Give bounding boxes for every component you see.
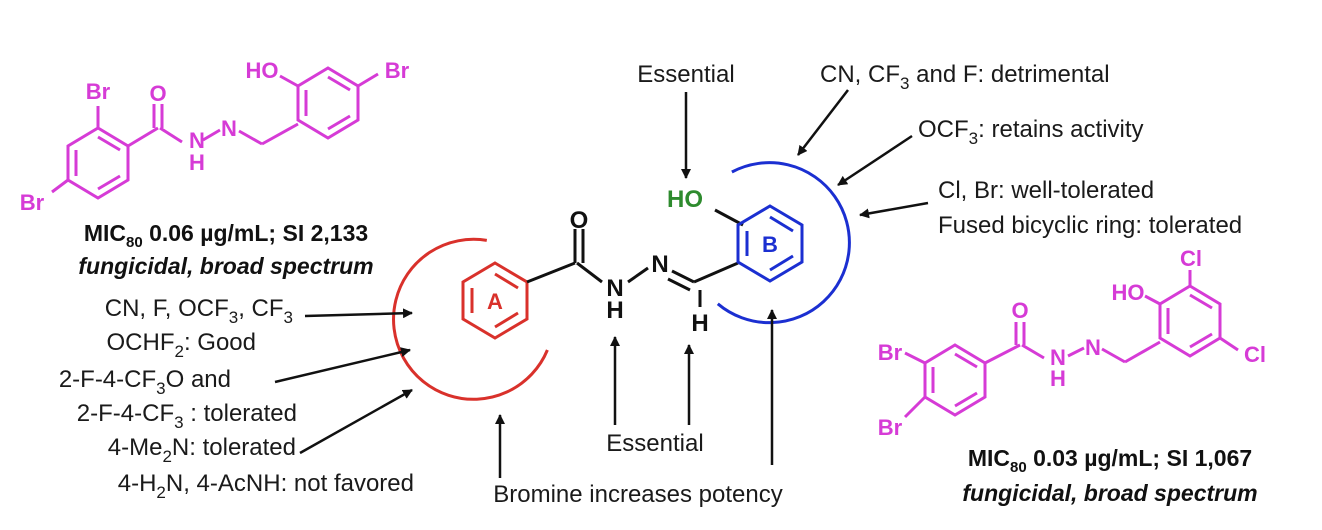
compound-left-br-para: Br bbox=[20, 190, 45, 215]
arrow-a-line3 bbox=[274, 347, 411, 384]
label-a-line4: 2-F-4-CF3 : tolerated bbox=[77, 400, 297, 432]
label-bromine: Bromine increases potency bbox=[493, 481, 782, 508]
arrow-b-ocf3 bbox=[837, 134, 913, 187]
compound-right-o: O bbox=[1011, 298, 1028, 323]
arrows bbox=[274, 89, 929, 478]
core-imine-h: H bbox=[691, 310, 708, 337]
label-top-essential: Essential bbox=[637, 61, 734, 88]
compound-left-h1: H bbox=[189, 150, 205, 175]
compound-right-n1: N bbox=[1050, 345, 1066, 370]
label-b-fused: Fused bicyclic ring: tolerated bbox=[938, 212, 1242, 239]
label-a-line6: 4-H2N, 4-AcNH: not favored bbox=[118, 470, 414, 502]
arrow-b-detrimental bbox=[797, 89, 849, 156]
label-b-ocf3: OCF3: retains activity bbox=[918, 116, 1144, 148]
compound-left-br-right: Br bbox=[385, 58, 410, 83]
compound-left-note: fungicidal, broad spectrum bbox=[78, 253, 373, 279]
compound-left-mic: MIC80 0.06 µg/mL; SI 2,133 bbox=[84, 220, 368, 251]
arrow-a-line1 bbox=[304, 308, 413, 319]
ring-a-arc bbox=[392, 237, 549, 401]
compound-right-cl1: Cl bbox=[1180, 246, 1202, 271]
compound-right-note: fungicidal, broad spectrum bbox=[962, 480, 1257, 506]
compound-left-n2: N bbox=[221, 116, 237, 141]
ring-b bbox=[736, 204, 804, 283]
compound-right-n2: N bbox=[1085, 335, 1101, 360]
compound-right: Br Br O N H N HO Cl Cl MIC80 0.03 µg/mL;… bbox=[878, 246, 1266, 506]
core-nh-n: N bbox=[606, 275, 623, 302]
linker-bonds bbox=[526, 208, 744, 307]
ring-b-label: B bbox=[762, 232, 778, 257]
core-nh-h: H bbox=[606, 297, 623, 324]
compound-left-ho: HO bbox=[246, 58, 279, 83]
core-hydroxyl: HO bbox=[667, 186, 703, 213]
compound-right-cl2: Cl bbox=[1244, 342, 1266, 367]
compound-left-o: O bbox=[149, 81, 166, 106]
ring-b-arc bbox=[716, 161, 851, 325]
label-b-detrimental: CN, CF3 and F: detrimental bbox=[820, 61, 1110, 93]
ring-a-label: A bbox=[487, 289, 503, 314]
compound-right-mic: MIC80 0.03 µg/mL; SI 1,067 bbox=[968, 445, 1252, 476]
arrow-a-line5 bbox=[299, 388, 413, 455]
compound-right-br2: Br bbox=[878, 415, 903, 440]
compound-left-bonds bbox=[51, 66, 379, 200]
compound-right-bonds bbox=[903, 270, 1239, 419]
core-imine-n: N bbox=[651, 251, 668, 278]
core-carbonyl-o: O bbox=[570, 207, 589, 234]
arrow-b-halogen bbox=[859, 201, 929, 219]
compound-right-ho: HO bbox=[1112, 280, 1145, 305]
label-a-line2: OCHF2: Good bbox=[106, 329, 256, 361]
core-scaffold: A O N H N H HO B bbox=[392, 161, 851, 401]
label-a-line3: 2-F-4-CF3O and bbox=[59, 366, 231, 398]
compound-right-h1: H bbox=[1050, 366, 1066, 391]
compound-left-br-ortho: Br bbox=[86, 79, 111, 104]
compound-left: Br Br O N H N HO Br MIC80 0.06 µg/mL; SI… bbox=[20, 58, 410, 279]
label-a-line1: CN, F, OCF3, CF3 bbox=[105, 295, 293, 327]
label-b-halogen: Cl, Br: well-tolerated bbox=[938, 177, 1154, 204]
label-bottom-essential: Essential bbox=[606, 430, 703, 457]
compound-right-br1: Br bbox=[878, 340, 903, 365]
annotations: Essential CN, CF3 and F: detrimental OCF… bbox=[59, 61, 1242, 508]
label-a-line5: 4-Me2N: tolerated bbox=[108, 434, 296, 466]
compound-left-n1: N bbox=[189, 128, 205, 153]
